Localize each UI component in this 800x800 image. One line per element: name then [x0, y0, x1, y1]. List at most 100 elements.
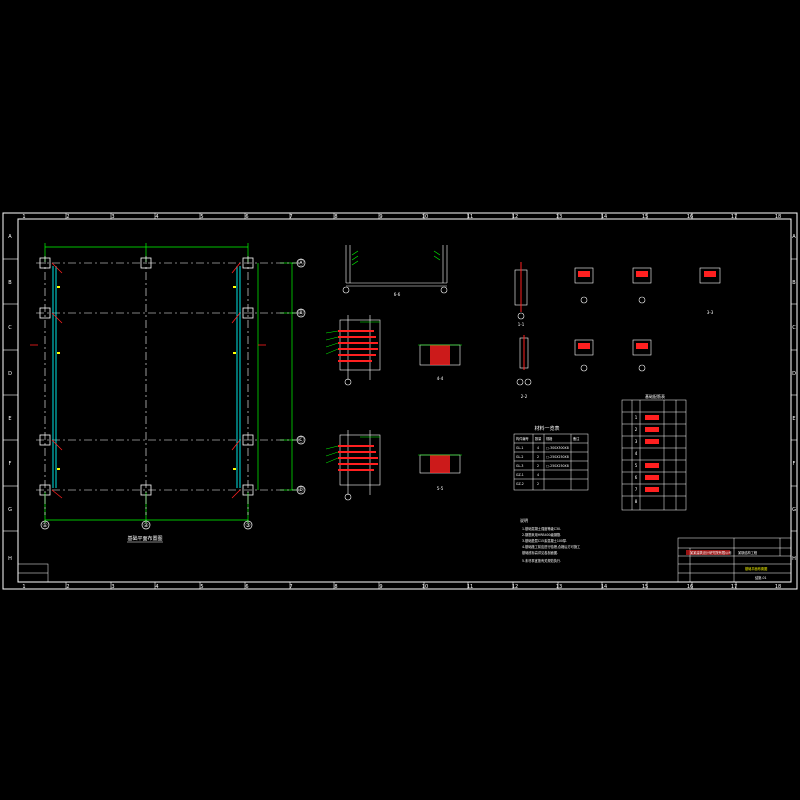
table-cell: GL-2: [516, 455, 523, 459]
table-title: 基础配筋表: [645, 393, 665, 399]
ruler-label: 9: [379, 584, 382, 590]
ruler-label: 11: [467, 584, 473, 590]
table-cell: □-250X250X8: [546, 455, 569, 459]
ruler-label: D: [8, 371, 12, 377]
ruler-label: C: [792, 325, 796, 331]
ruler-label: 5: [200, 214, 203, 220]
table-cell: 5: [635, 463, 638, 468]
grid-bubble-label: ②: [143, 522, 149, 529]
table-title: 材料一览表: [534, 425, 559, 432]
base-plan-1: 4-4: [418, 344, 462, 381]
ruler-label: 1: [22, 214, 25, 220]
plan-title: 基础平面布置图: [127, 535, 162, 542]
ruler-label: 12: [512, 584, 518, 590]
ruler-label: 1: [22, 584, 25, 590]
design-notes: 说明 1.基础混凝土强度等级C30. 2.钢筋采用HRB400级钢筋. 3.基础…: [520, 517, 581, 563]
table-cell: □-250X250X8: [546, 464, 569, 468]
ruler-label: 4: [155, 214, 158, 220]
section-label: 6-6: [394, 292, 401, 297]
ruler-label: 14: [601, 584, 607, 590]
footing-section-1: [325, 315, 381, 386]
ruler-label: 9: [379, 214, 382, 220]
ruler-label: B: [8, 280, 12, 286]
ruler-label: B: [792, 280, 796, 286]
title-block: 某某建筑设计研究院有限公司 某钢结构工程 基础平面布置图 结施-01: [17, 537, 792, 583]
section-label: 3-3: [707, 310, 714, 315]
ruler-label: 17: [731, 584, 737, 590]
table-header: 构件编号: [516, 436, 529, 441]
table-header: 数量: [535, 436, 542, 441]
ruler-label: 2: [66, 584, 69, 590]
ruler-label: 13: [556, 214, 562, 220]
ruler-label: 7: [289, 584, 292, 590]
drawing-number: 结施-01: [755, 575, 767, 580]
note-line: 基础底标高详见各剖面图.: [522, 550, 558, 555]
ruler-label: 15: [642, 584, 648, 590]
table-cell: 1: [635, 415, 638, 420]
grid-bubble-label: Ⓓ: [298, 486, 304, 494]
ruler-label: 11: [467, 214, 473, 220]
table-cell: 4: [537, 473, 539, 477]
table-header: 规格: [546, 436, 553, 441]
ruler-label: E: [8, 416, 11, 422]
ruler-label: 10: [422, 214, 428, 220]
grid-bubble-label: Ⓐ: [298, 259, 304, 267]
ruler-label: G: [792, 507, 796, 513]
ruler-label: G: [8, 507, 12, 513]
project-name: 某钢结构工程: [738, 550, 758, 555]
ruler-label: 18: [775, 214, 781, 220]
table-cell: 4: [635, 451, 638, 456]
ruler-label: 14: [601, 214, 607, 220]
table-cell: GZ-1: [516, 473, 524, 477]
table-cell: GL-1: [516, 446, 523, 450]
notes-heading: 说明: [520, 517, 528, 523]
ruler-label: A: [792, 234, 796, 240]
top-ruler-labels: 1 2 3 4 5 6 7 8 9 10 11 12 13 14 15 16 1…: [22, 214, 781, 220]
ruler-label: E: [792, 416, 795, 422]
ruler-label: 6: [245, 584, 248, 590]
rebar-table: 基础配筋表 1 2 3 4: [621, 393, 687, 511]
ruler-label: 16: [687, 584, 693, 590]
column-detail-group: 1-1 2-2 3-3: [514, 262, 721, 399]
table-cell: 6: [635, 475, 638, 480]
ruler-label: 12: [512, 214, 518, 220]
section-label: 1-1: [518, 322, 525, 327]
ruler-ticks: [3, 213, 797, 589]
note-line: 3.基础垫层C15素混凝土100厚.: [522, 538, 567, 543]
note-line: 5.未尽事宜按有关规范执行.: [522, 558, 561, 563]
ruler-label: 10: [422, 584, 428, 590]
ruler-label: A: [8, 234, 12, 240]
ruler-label: 3: [111, 584, 114, 590]
grid-bubble-label: ③: [245, 522, 250, 529]
foundation-plan: ① ② ③ Ⓐ Ⓑ Ⓒ Ⓓ 基础平面布置图: [30, 243, 306, 543]
ruler-label: 5: [200, 584, 203, 590]
base-plan-2: 5-5: [418, 454, 462, 491]
ruler-label: 3: [111, 214, 114, 220]
ruler-label: H: [8, 556, 12, 562]
table-cell: 2: [537, 455, 539, 459]
ruler-label: C: [8, 325, 12, 331]
grid-bubble-label: Ⓒ: [298, 436, 304, 444]
ruler-label: 18: [775, 584, 781, 590]
section-label: 5-5: [437, 486, 444, 491]
detail-section-top: [342, 245, 448, 294]
table-cell: GL-3: [516, 464, 523, 468]
bottom-ruler-labels: 1 2 3 4 5 6 7 8 9 10 11 12 13 14 15 16 1…: [22, 584, 781, 590]
ruler-label: 8: [334, 584, 337, 590]
table-cell: 2: [635, 427, 638, 432]
grid-bubble-label: ①: [42, 522, 47, 529]
ruler-label: 17: [731, 214, 737, 220]
sheet-frame: [2, 212, 798, 590]
ruler-label: 15: [642, 214, 648, 220]
ruler-label: 2: [66, 214, 69, 220]
table-cell: GZ-2: [516, 482, 524, 486]
footing-section-2: [325, 430, 381, 501]
ruler-label: 7: [289, 214, 292, 220]
ruler-label: D: [792, 371, 796, 377]
table-cell: 2: [537, 482, 539, 486]
table-cell: 2: [537, 464, 539, 468]
ruler-label: 6: [245, 214, 248, 220]
note-line: 4.基础施工前应进行验槽,合格后方可施工: [522, 544, 581, 549]
company-name: 某某建筑设计研究院有限公司: [690, 550, 731, 555]
